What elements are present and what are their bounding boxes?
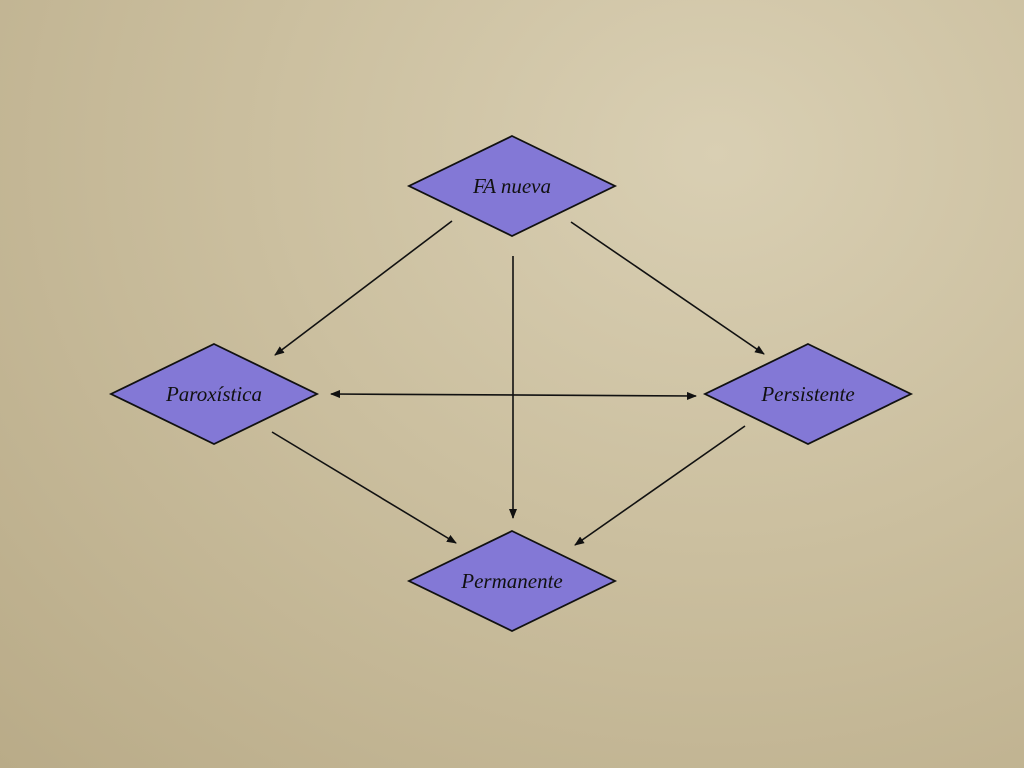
arrow-paroxysmal-to-permanent: [271, 431, 457, 544]
node-label: Persistente: [760, 382, 854, 406]
arrow-persistent-to-permanent: [574, 425, 746, 546]
arrow-new-to-persistent: [570, 221, 765, 355]
node-diamond: [108, 342, 320, 446]
edges: [271, 220, 765, 546]
node-permanente: Permanente: [406, 529, 618, 633]
arrow-paroxysmal-persistent-bidirectional: [330, 390, 697, 400]
arrow-new-to-paroxysmal: [274, 220, 453, 356]
node-paroxistica: Paroxística: [108, 342, 320, 446]
node-label: Permanente: [460, 569, 562, 593]
node-label: Paroxística: [165, 382, 262, 406]
node-diamond: [406, 134, 618, 238]
node-diamond: [406, 529, 618, 633]
node-persistente: Persistente: [702, 342, 914, 446]
node-diamond: [702, 342, 914, 446]
node-label: FA nueva: [472, 174, 551, 198]
node-fa-nueva: FA nueva: [406, 134, 618, 238]
